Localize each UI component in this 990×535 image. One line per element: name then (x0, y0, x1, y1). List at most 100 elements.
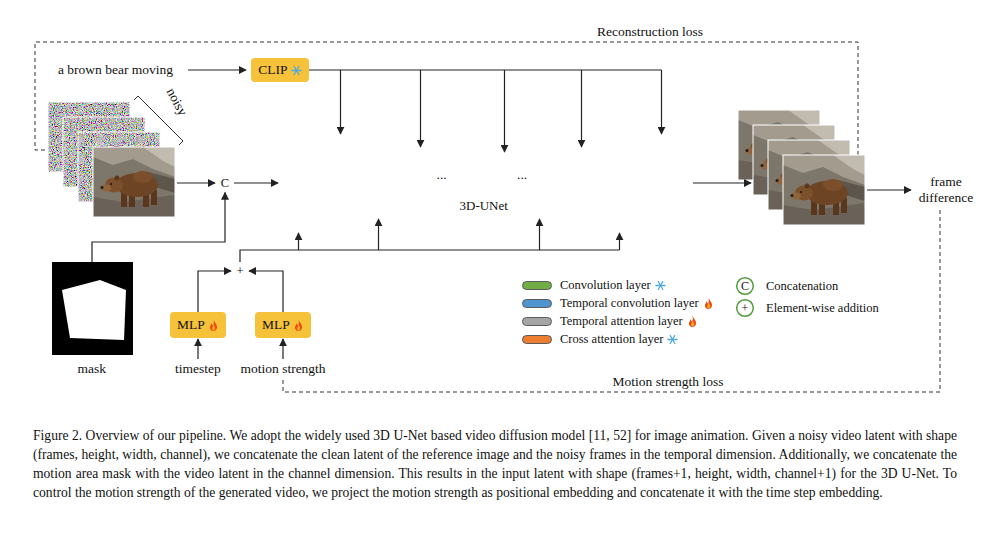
snowflake-arm (670, 335, 675, 343)
legend-swatch (522, 317, 552, 326)
trainable-icon (293, 320, 304, 331)
legend-text: Concatenation (766, 278, 838, 294)
flame (210, 320, 217, 331)
connector-segment (340, 70, 341, 134)
connector-segment (581, 70, 582, 147)
concat-circle: C (216, 174, 234, 192)
flame-core (707, 302, 710, 308)
layer-pill (293, 135, 304, 232)
snowflake-arm (668, 338, 677, 339)
legend-text: Element-wise addition (766, 300, 879, 316)
input-label: timestep (175, 361, 221, 377)
mask-image (52, 262, 133, 355)
connector-segment (234, 182, 278, 183)
unet-band: 3D-UNet (278, 100, 692, 262)
flame-core (691, 320, 694, 326)
connector (234, 183, 278, 184)
flame-core (297, 324, 300, 330)
snowflake-arm (670, 335, 675, 343)
frozen-icon (291, 65, 302, 76)
snowflake-arm (294, 66, 299, 74)
ellipsis: ... (437, 167, 447, 183)
operator-symbol: + (231, 262, 249, 280)
node-text: MLP (177, 317, 205, 333)
connector-segment (504, 70, 505, 152)
frame-border (783, 155, 865, 225)
legend-symbol: + (742, 300, 749, 316)
legend-symbol: C (741, 278, 749, 294)
input-arrow (177, 182, 215, 183)
snowflake-core (659, 284, 661, 286)
layer-pill (335, 135, 346, 232)
layer-pill (415, 148, 426, 218)
prompt-text: a brown bear moving (58, 62, 173, 78)
input-arrow (197, 339, 198, 359)
legend-swatch (522, 281, 552, 290)
connector (198, 271, 231, 312)
legend-symbol-circle (737, 278, 754, 295)
trainable-icon (703, 298, 714, 309)
circle-shape (217, 175, 234, 192)
noisy-label: noisy (162, 85, 190, 118)
output-frame (783, 155, 865, 225)
connector (309, 70, 662, 152)
node-text: MLP (262, 317, 290, 333)
encoder-box: CLIP (251, 58, 309, 82)
layer-pill (656, 135, 667, 232)
connector-segment (240, 250, 620, 262)
legend-text: Cross attention layer (560, 331, 663, 347)
ellipsis: ... (517, 167, 527, 183)
loss-line (283, 210, 940, 392)
output-label: frame difference (914, 174, 978, 206)
layer-pill (471, 153, 482, 195)
connector-segment (198, 271, 231, 312)
snowflake-arm (658, 281, 663, 289)
mask-region (62, 280, 126, 340)
snowflake-arm (294, 66, 299, 74)
layer-pill (642, 135, 653, 232)
frame-border (93, 147, 175, 217)
connector-segment (539, 219, 540, 250)
connector-segment (298, 233, 299, 250)
frozen-icon (667, 334, 678, 345)
snowflake-core (295, 69, 297, 71)
layer-pill (576, 148, 587, 218)
connector (240, 219, 620, 262)
layer-pill (401, 148, 412, 218)
circle-shape (232, 263, 249, 280)
hourglass (278, 100, 692, 262)
input-arrow (282, 339, 283, 359)
layer-pill (387, 148, 398, 218)
connector-segment (249, 271, 283, 312)
legend-text: Temporal attention layer (560, 313, 683, 329)
snowflake-arm (658, 281, 663, 289)
connector-segment (378, 219, 379, 250)
layer-pill (307, 135, 318, 232)
layer-pill (628, 135, 639, 232)
mlp-box: MLP (255, 312, 311, 338)
reference-frame (93, 147, 175, 217)
legend-swatch (522, 335, 552, 344)
connector-segment (619, 233, 620, 250)
layer-pill (457, 153, 468, 195)
flame-core (212, 324, 215, 330)
legend-text: Temporal convolution layer (560, 295, 699, 311)
loss-label: Reconstruction loss (597, 24, 703, 40)
legend-symbol-circle (737, 300, 754, 317)
snowflake-arm (292, 69, 301, 70)
flame (689, 316, 696, 327)
prompt-arrow (188, 69, 246, 70)
layer-pill (485, 153, 496, 195)
legend-swatch (522, 299, 552, 308)
layer-pill (548, 148, 559, 218)
trainable-icon (208, 320, 219, 331)
loss-label: Motion strength loss (613, 374, 724, 390)
connector-segment (309, 69, 662, 70)
figure-caption: Figure 2. Overview of our pipeline. We a… (33, 426, 957, 502)
legend-text: Convolution layer (560, 277, 651, 293)
mask-arrow (92, 193, 225, 263)
layer-pill (614, 135, 625, 232)
node-text: CLIP (258, 62, 287, 78)
mask-label: mask (78, 361, 107, 377)
